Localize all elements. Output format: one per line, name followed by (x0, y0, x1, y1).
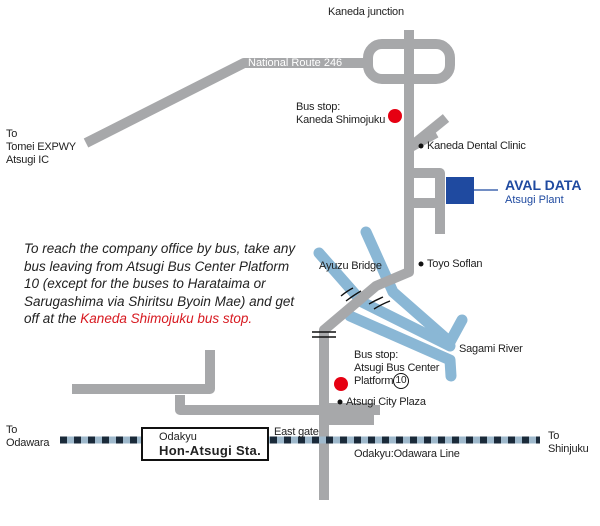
bus-stop-center-label: Bus stop: Atsugi Bus Center Platform (354, 349, 440, 387)
route-246-road (83, 58, 372, 148)
kaneda-dental-dot (418, 143, 424, 149)
kaneda-dental-label: Kaneda Dental Clinic (427, 140, 526, 152)
sagami-river-label: Sagami River (459, 343, 523, 355)
note-highlight: Kaneda Shimojuku bus stop. (80, 311, 253, 326)
atsugi-city-plaza-dot (337, 399, 343, 405)
atsugi-city-plaza-label: Atsugi City Plaza (346, 396, 426, 408)
bus-directions-note: To reach the company office by bus, take… (24, 240, 304, 328)
odakyu-line-label: Odakyu:Odawara Line (354, 448, 460, 460)
east-gate-label: East gate (274, 426, 319, 438)
hon-atsugi-station: Odakyu Hon-Atsugi Sta. (141, 427, 269, 461)
ayuzu-bridge-label: Ayuzu Bridge (319, 260, 382, 272)
note-text: To reach the company office by bus, take… (24, 241, 296, 326)
to-tomei-label: To Tomei EXPWY Atsugi IC (6, 128, 76, 166)
station-operator: Odakyu (159, 431, 197, 443)
kaneda-junction-label: Kaneda junction (328, 6, 404, 18)
main-road (319, 30, 414, 500)
toyo-soflan-dot (418, 261, 424, 267)
to-shinjuku-label: To Shinjuku (548, 430, 589, 455)
bus-stop-center-marker (334, 377, 348, 391)
aval-data-building (446, 177, 474, 204)
station-name: Hon-Atsugi Sta. (159, 443, 261, 458)
platform-number-badge: 10 (393, 373, 409, 389)
roads (72, 30, 455, 500)
bus-stop-kaneda-label: Bus stop: Kaneda Shimojuku (296, 101, 386, 126)
to-odawara-label: To Odawara (6, 424, 50, 449)
toyo-soflan-label: Toyo Soflan (427, 258, 483, 270)
company-plant: Atsugi Plant (505, 194, 564, 206)
company-name: AVAL DATA (505, 177, 582, 193)
route-246-label: National Route 246 (248, 57, 343, 69)
bus-stop-kaneda-marker (388, 109, 402, 123)
bridge-markers (312, 287, 391, 338)
